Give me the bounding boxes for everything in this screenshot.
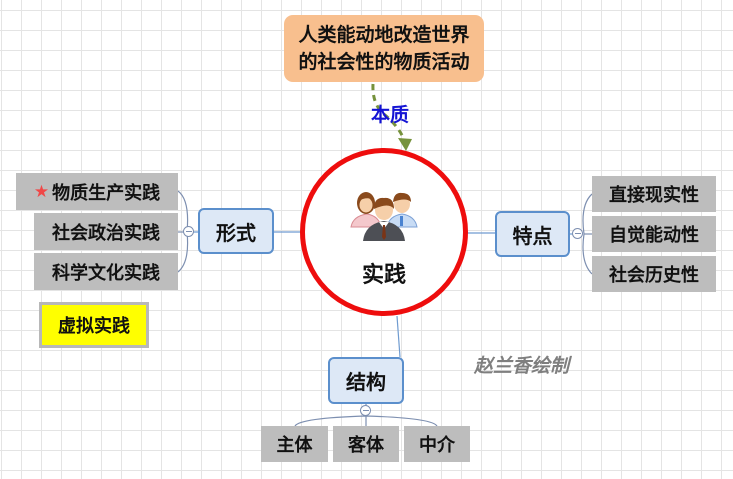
central-topic[interactable]: 实践: [300, 148, 468, 316]
floating-topic-label: 虚拟实践: [58, 316, 130, 337]
topic-structure-label: 结构: [346, 370, 386, 394]
topic-features[interactable]: 特点: [495, 211, 570, 257]
subtopic-social-historical[interactable]: 社会历史性: [592, 256, 716, 292]
collapse-structure-button[interactable]: [360, 405, 371, 416]
subtopic-medium[interactable]: 中介: [404, 426, 470, 462]
subtopic-label: 社会历史性: [609, 265, 699, 286]
subtopic-direct-reality[interactable]: 直接现实性: [592, 176, 716, 212]
star-icon: ★: [33, 181, 50, 202]
collapse-form-button[interactable]: [183, 226, 194, 237]
subtopic-label: 自觉能动性: [609, 225, 699, 246]
collapse-features-button[interactable]: [572, 228, 583, 239]
topic-form[interactable]: 形式: [198, 208, 274, 254]
subtopic-label: 客体: [348, 435, 384, 456]
subtopic-label: 中介: [419, 435, 455, 456]
subtopic-label: 直接现实性: [609, 185, 699, 206]
people-group-icon: [350, 192, 418, 241]
topic-structure[interactable]: 结构: [328, 357, 404, 404]
subtopic-label: 物质生产实践: [52, 182, 161, 204]
subtopic-label: 主体: [276, 435, 313, 456]
definition-topic[interactable]: 人类能动地改造世界 的社会性的物质活动: [284, 15, 484, 82]
topic-features-label: 特点: [512, 223, 553, 248]
definition-line-2: 的社会性的物质活动: [298, 50, 470, 73]
relation-label[interactable]: 本质: [370, 104, 409, 126]
topic-form-label: 形式: [216, 220, 256, 245]
subtopic-social-political[interactable]: 社会政治实践: [34, 213, 178, 250]
subtopic-label: 社会政治实践: [52, 222, 160, 244]
subtopic-science-culture[interactable]: 科学文化实践: [34, 253, 178, 290]
subtopic-object[interactable]: 客体: [333, 426, 399, 462]
author-watermark: 赵兰香绘制: [474, 355, 570, 377]
floating-topic-virtual-practice[interactable]: 虚拟实践: [39, 302, 149, 348]
subtopic-subject[interactable]: 主体: [261, 426, 328, 462]
subtopic-material-production[interactable]: ★ 物质生产实践: [16, 173, 178, 210]
subtopic-label: 科学文化实践: [52, 262, 160, 284]
central-topic-label: 实践: [361, 263, 406, 288]
subtopic-conscious-initiative[interactable]: 自觉能动性: [592, 216, 716, 252]
definition-line-1: 人类能动地改造世界: [298, 23, 470, 46]
